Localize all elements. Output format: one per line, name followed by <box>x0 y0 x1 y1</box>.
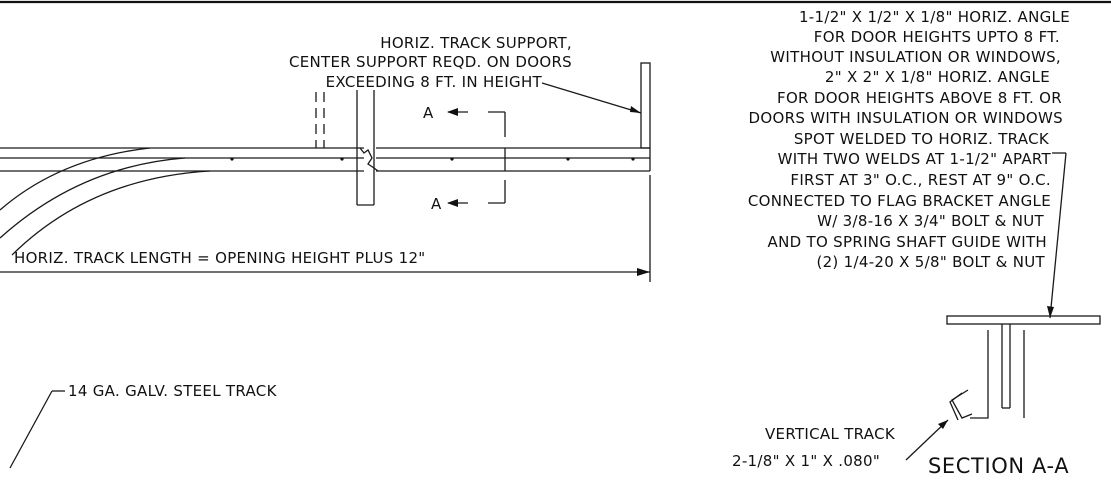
vertical-track-note-line1: VERTICAL TRACK <box>765 425 896 443</box>
bolt-dot <box>631 157 635 161</box>
angle-note-leader <box>1049 152 1067 319</box>
end-angle-post <box>640 62 651 149</box>
section-mark-bottom: A <box>431 195 442 213</box>
section-a-a-detail <box>946 315 1101 421</box>
section-cut-bottom <box>447 180 506 207</box>
angle-note: 1-1/2" X 1/2" X 1/8" HORIZ. ANGLE FOR DO… <box>748 8 1070 271</box>
angle-note-line: 2" X 2" X 1/8" HORIZ. ANGLE <box>825 68 1050 86</box>
angle-note-line: WITHOUT INSULATION OR WINDOWS, <box>770 48 1061 66</box>
track-length-dimension: HORIZ. TRACK LENGTH = OPENING HEIGHT PLU… <box>14 249 426 267</box>
support-hanger-dashed <box>315 92 325 148</box>
angle-note-line: WITH TWO WELDS AT 1-1/2" APART <box>778 150 1052 168</box>
bolt-dot <box>566 157 570 161</box>
section-cut-top <box>447 108 506 137</box>
angle-note-line: FIRST AT 3" O.C., REST AT 9" O.C. <box>790 171 1051 189</box>
angle-note-line: DOORS WITH INSULATION OR WINDOWS <box>749 109 1063 127</box>
support-note-line2: CENTER SUPPORT REQD. ON DOORS <box>289 53 572 71</box>
center-support-post <box>356 90 375 206</box>
angle-note-line: SPOT WELDED TO HORIZ. TRACK <box>794 130 1050 148</box>
angle-note-line: AND TO SPRING SHAFT GUIDE WITH <box>768 233 1047 251</box>
bolt-dot <box>230 157 234 161</box>
vertical-track-note-line2: 2-1/8" X 1" X .080" <box>732 452 880 470</box>
support-note-leader <box>541 82 642 114</box>
section-mark-top: A <box>423 104 434 122</box>
support-note-line1: HORIZ. TRACK SUPPORT, <box>380 34 572 52</box>
angle-note-line: W/ 3/8-16 X 3/4" BOLT & NUT <box>817 212 1044 230</box>
support-note-line3: EXCEEDING 8 FT. IN HEIGHT <box>326 73 543 91</box>
track-note-leader <box>9 390 53 469</box>
bolt-dot <box>340 157 344 161</box>
angle-note-line: FOR DOOR HEIGHTS ABOVE 8 FT. OR <box>777 89 1062 107</box>
radius-track-curve <box>0 147 211 256</box>
horizontal-track <box>0 147 651 172</box>
dimension-line <box>0 175 651 282</box>
angle-note-line: FOR DOOR HEIGHTS UPTO 8 FT. <box>814 28 1060 46</box>
angle-note-line: (2) 1/4-20 X 5/8" BOLT & NUT <box>816 253 1045 271</box>
angle-note-line: 1-1/2" X 1/2" X 1/8" HORIZ. ANGLE <box>799 8 1070 26</box>
bolt-dot <box>450 157 454 161</box>
angle-note-line: CONNECTED TO FLAG BRACKET ANGLE <box>748 192 1051 210</box>
track-material-note: 14 GA. GALV. STEEL TRACK <box>68 382 278 400</box>
section-title: SECTION A-A <box>928 454 1069 478</box>
